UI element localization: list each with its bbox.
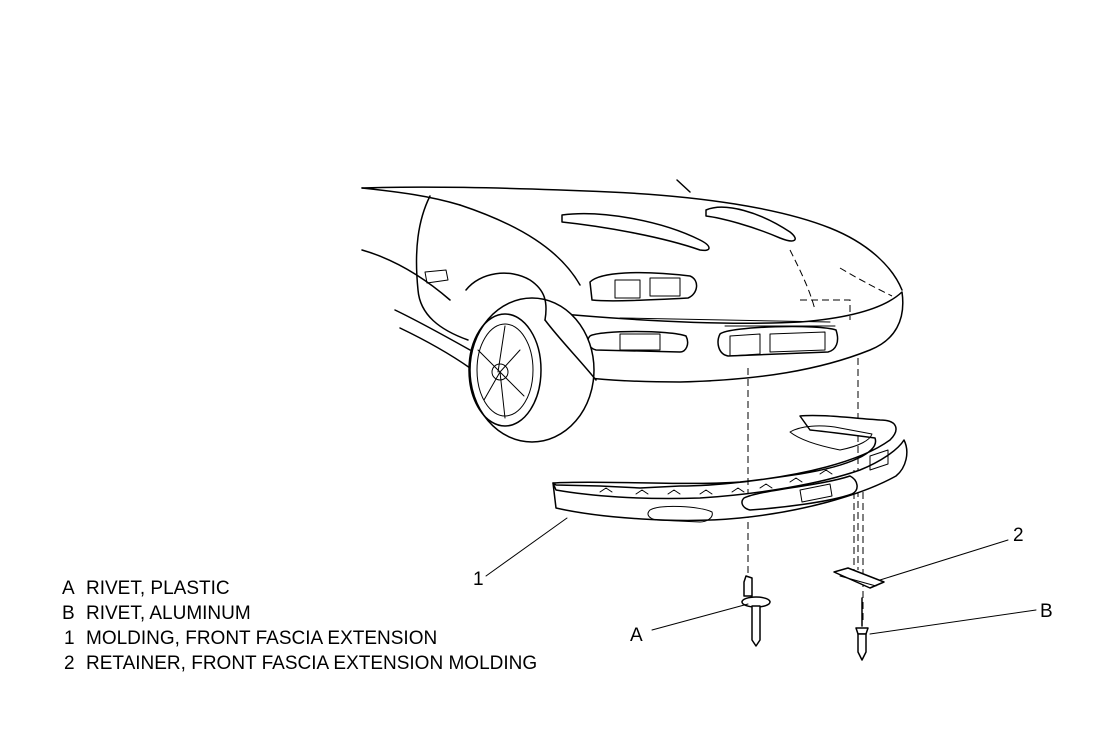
callout-a: A xyxy=(630,625,643,646)
callout-b: B xyxy=(1040,601,1053,622)
legend-text: RETAINER, FRONT FASCIA EXTENSION MOLDING xyxy=(86,653,537,674)
callout-2: 2 xyxy=(1013,525,1024,546)
front-fascia-extension-molding xyxy=(552,414,908,523)
assembly-guide-lines xyxy=(747,358,864,622)
legend-text: MOLDING, FRONT FASCIA EXTENSION xyxy=(86,628,437,649)
legend-text: RIVET, PLASTIC xyxy=(86,578,230,599)
legend-key: B xyxy=(62,603,75,624)
vehicle-front-end xyxy=(361,179,904,443)
plastic-rivet-part xyxy=(741,575,771,647)
aluminum-rivet-part xyxy=(855,597,869,661)
parts-legend: A RIVET, PLASTIC B RIVET, ALUMINUM 1 MOL… xyxy=(62,578,537,674)
legend-text: RIVET, ALUMINUM xyxy=(86,603,251,624)
retainer-part xyxy=(833,567,885,589)
callout-1: 1 xyxy=(473,569,484,590)
legend-key: 2 xyxy=(64,653,75,674)
legend-key: 1 xyxy=(64,628,75,649)
legend-key: A xyxy=(62,578,75,599)
leader-lines xyxy=(485,517,1037,635)
